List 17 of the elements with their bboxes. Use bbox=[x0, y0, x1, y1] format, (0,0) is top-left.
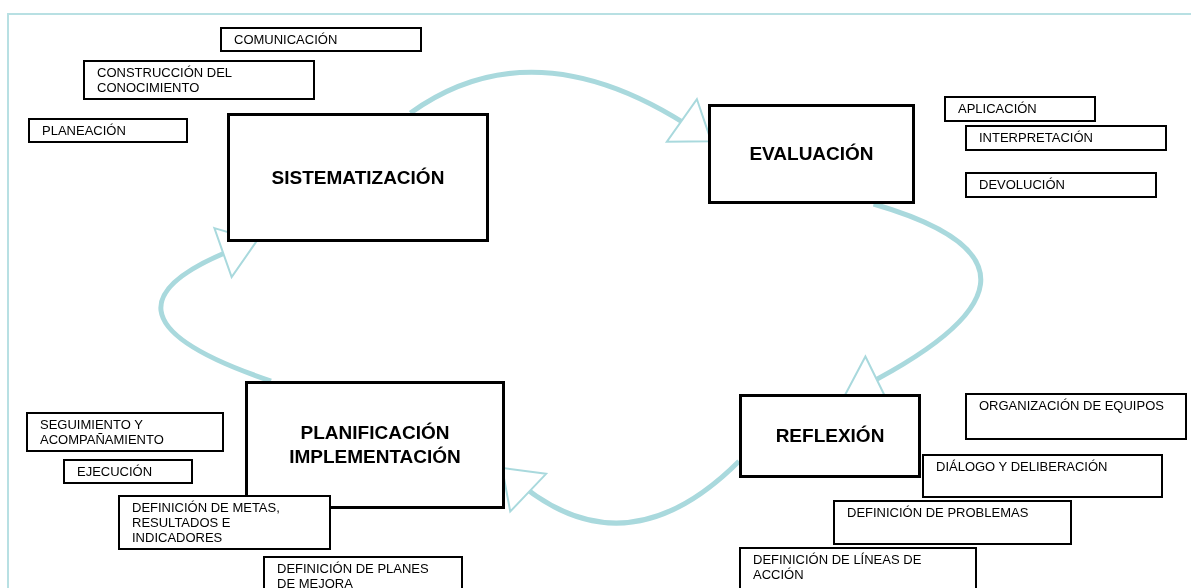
activity-box: DEFINICIÓN DE METAS, RESULTADOS E INDICADORES bbox=[118, 495, 331, 550]
activity-box: APLICACIÓN bbox=[944, 96, 1096, 122]
stage-box: SISTEMATIZACIÓN bbox=[227, 113, 489, 242]
activity-box: SEGUIMIENTO Y ACOMPAÑAMIENTO bbox=[26, 412, 224, 452]
activity-box: DEVOLUCIÓN bbox=[965, 172, 1157, 198]
activity-box: DEFINICIÓN DE PROBLEMAS bbox=[833, 500, 1072, 545]
activity-box: EJECUCIÓN bbox=[63, 459, 193, 484]
activity-box: DEFINICIÓN DE LÍNEAS DE ACCIÓN bbox=[739, 547, 977, 588]
activity-box: INTERPRETACIÓN bbox=[965, 125, 1167, 151]
stage-box: REFLEXIÓN bbox=[739, 394, 921, 478]
activity-box: PLANEACIÓN bbox=[28, 118, 188, 143]
activity-box: DIÁLOGO Y DELIBERACIÓN bbox=[922, 454, 1163, 498]
activity-box: CONSTRUCCIÓN DEL CONOCIMIENTO bbox=[83, 60, 315, 100]
activity-box: DEFINICIÓN DE PLANES DE MEJORA bbox=[263, 556, 463, 588]
activity-box: COMUNICACIÓN bbox=[220, 27, 422, 52]
stage-box: EVALUACIÓN bbox=[708, 104, 915, 204]
activity-box: ORGANIZACIÓN DE EQUIPOS bbox=[965, 393, 1187, 440]
